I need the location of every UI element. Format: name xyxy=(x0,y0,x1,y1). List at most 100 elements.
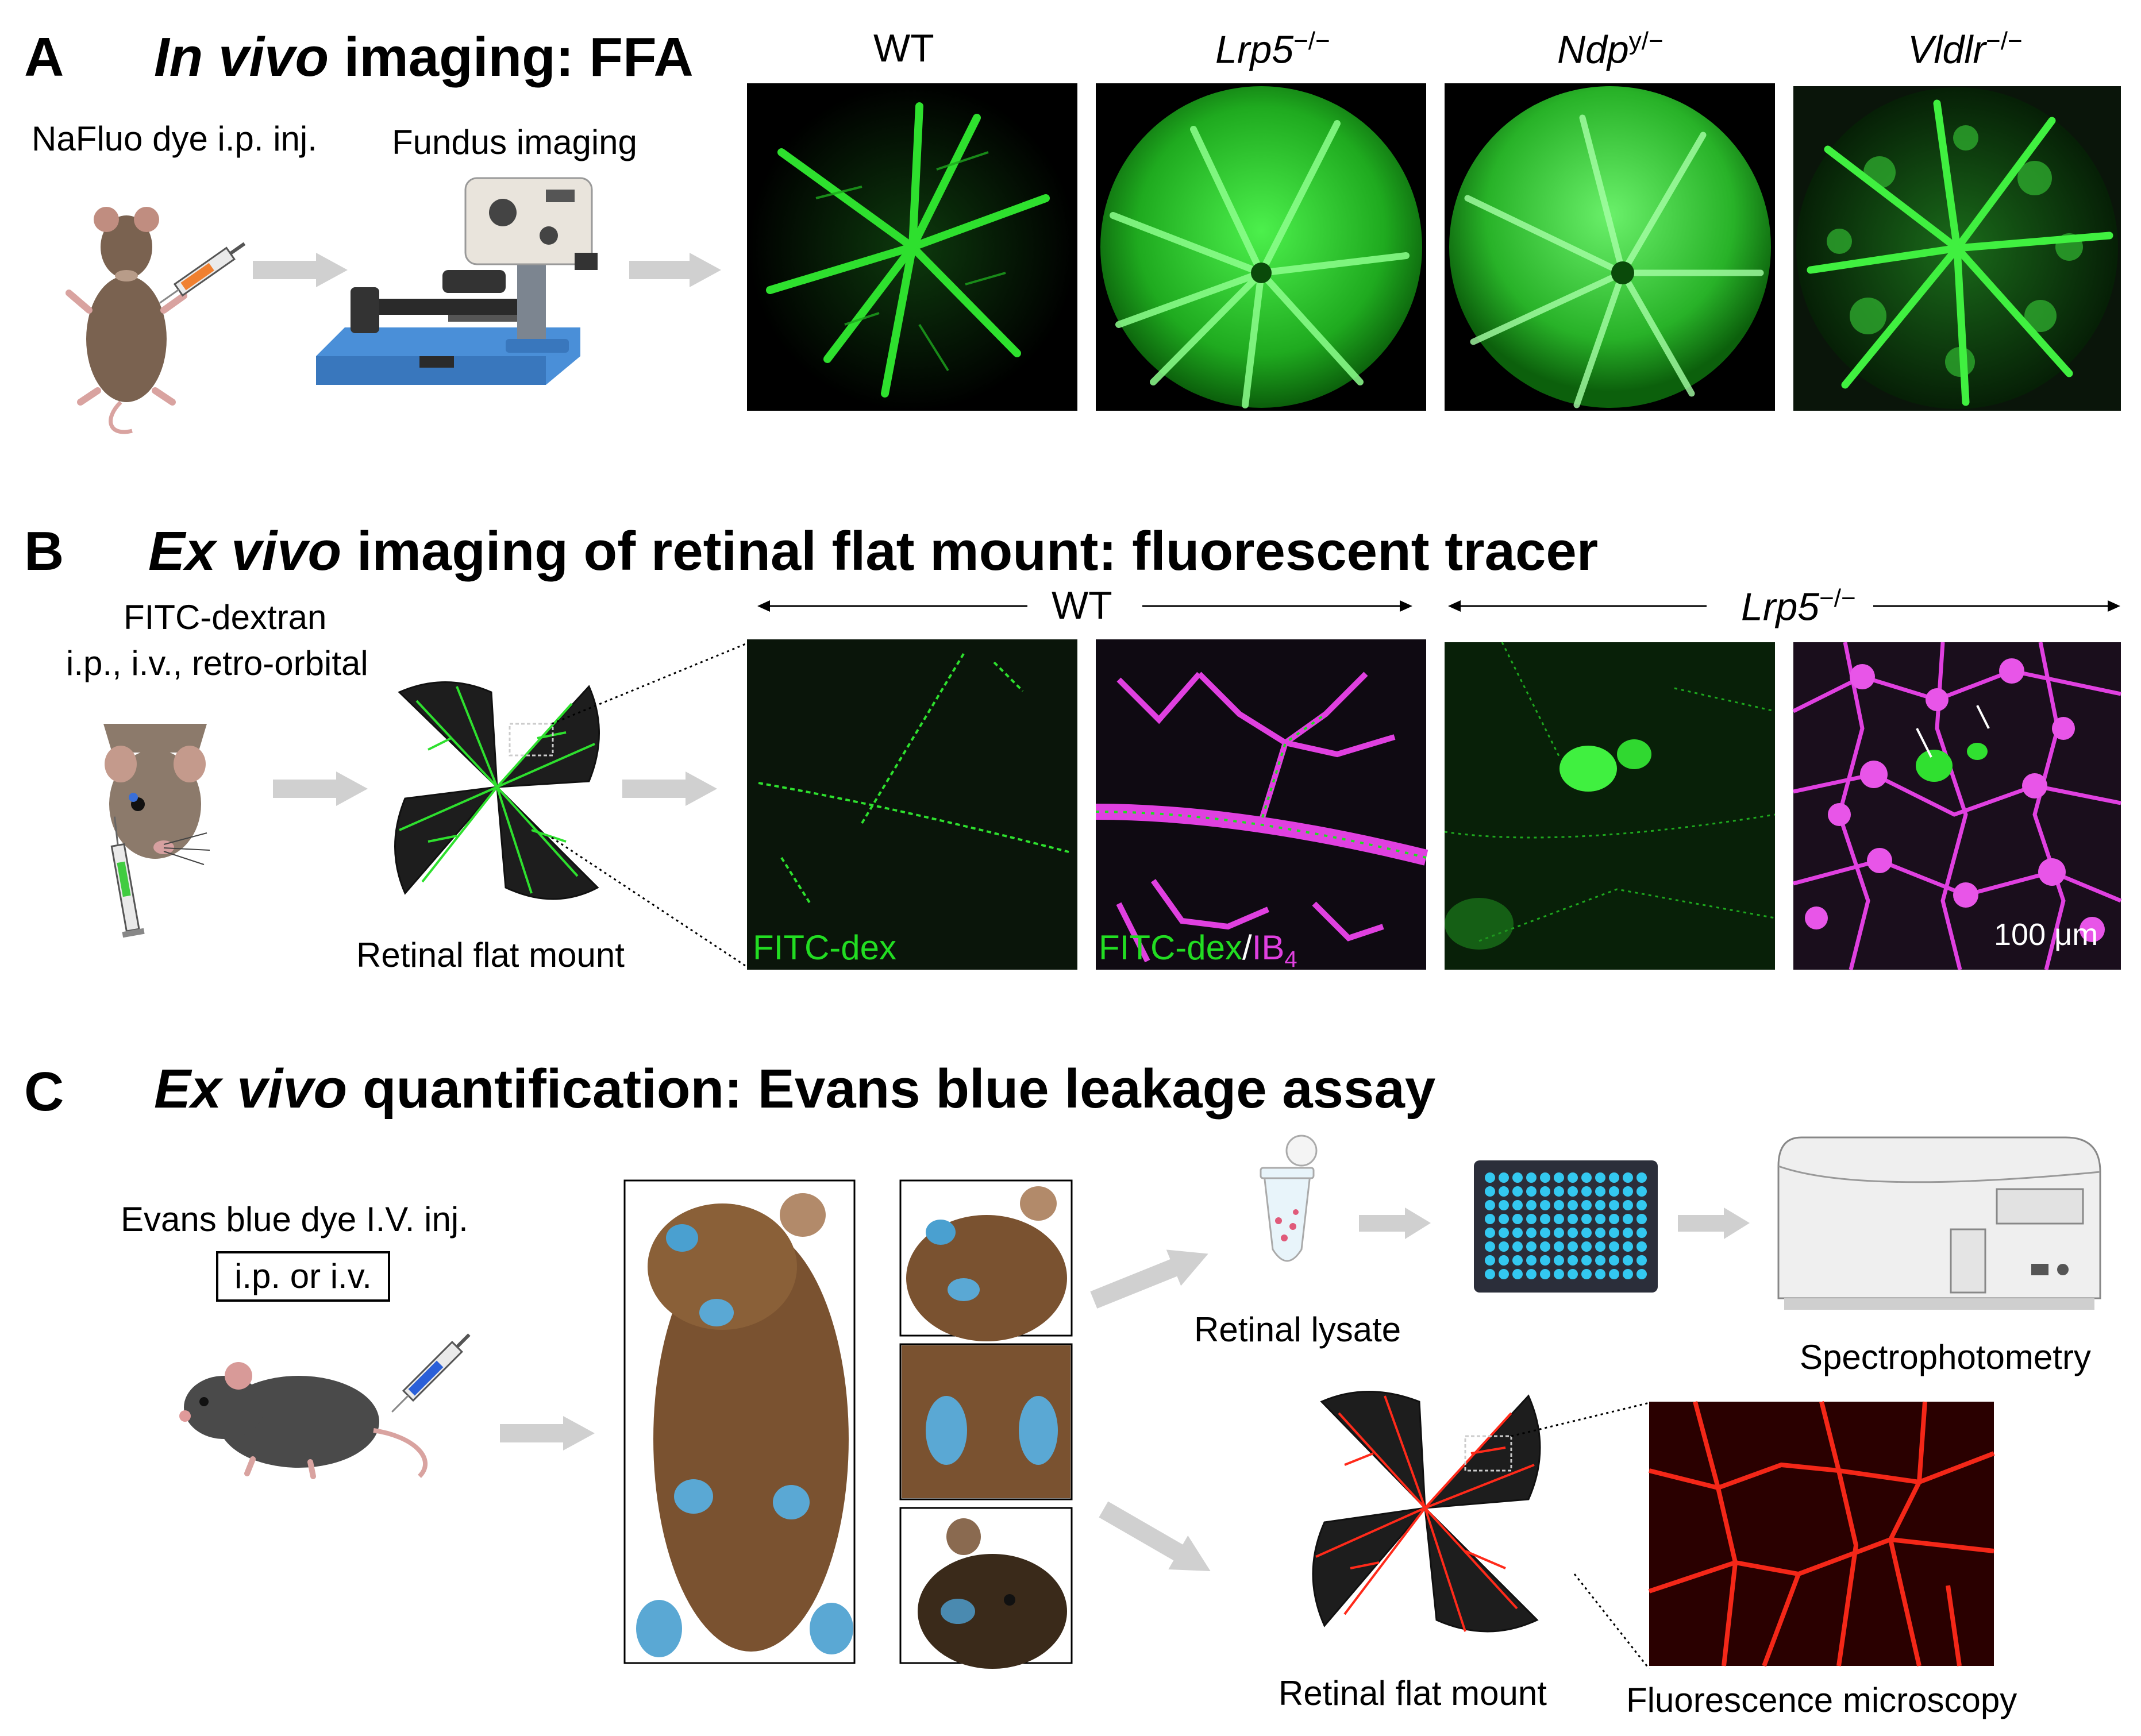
plate-well xyxy=(1609,1241,1619,1252)
plate-well xyxy=(1485,1269,1495,1279)
panel-letter-a: A xyxy=(24,26,64,88)
plate-well xyxy=(1636,1255,1647,1266)
fitc-dex-ib4-label: FITC-dex/IB4 xyxy=(1099,928,1297,972)
plate-well xyxy=(1512,1186,1523,1197)
plate-well xyxy=(1512,1200,1523,1210)
group-label-wt: WT xyxy=(1052,584,1112,627)
well-plate-icon xyxy=(1474,1160,1658,1293)
plate-well xyxy=(1526,1214,1537,1224)
plate-well xyxy=(1581,1200,1592,1210)
plate-well xyxy=(1623,1172,1633,1183)
arrow-c-down xyxy=(1099,1501,1211,1571)
plate-well xyxy=(1595,1228,1605,1238)
plate-well xyxy=(1499,1172,1509,1183)
plate-well xyxy=(1595,1200,1605,1210)
plate-well xyxy=(1581,1269,1592,1279)
plate-well xyxy=(1526,1255,1537,1266)
route-box: i.p. or i.v. xyxy=(216,1251,390,1302)
plate-well xyxy=(1512,1172,1523,1183)
panel-letter-c: C xyxy=(24,1061,64,1122)
evans-blue-photo-face xyxy=(899,1507,1073,1669)
microscopy-lrp5-fitc xyxy=(1444,642,1776,970)
plate-well xyxy=(1554,1214,1564,1224)
fluorescence-microscopy-label: Fluorescence microscopy xyxy=(1626,1681,2017,1719)
plate-well xyxy=(1554,1172,1564,1183)
retinal-lysate-label: Retinal lysate xyxy=(1194,1310,1401,1349)
plate-well xyxy=(1623,1241,1633,1252)
evans-blue-mouse-photo xyxy=(623,1179,856,1664)
retinal-flat-mount-label-b: Retinal flat mount xyxy=(356,936,625,974)
fitc-dextran-label: FITC-dextran xyxy=(124,598,327,636)
scale-bar-label: 100 μm xyxy=(1994,917,2098,952)
plate-well xyxy=(1568,1214,1578,1224)
ffa-image-ndp xyxy=(1445,83,1775,411)
mouse-injection-icon xyxy=(66,207,246,434)
spectrophotometer-icon xyxy=(1777,1136,2101,1310)
panel-c-title: Ex vivo quantification: Evans blue leaka… xyxy=(154,1058,1436,1120)
plate-well xyxy=(1554,1255,1564,1266)
plate-well xyxy=(1581,1172,1592,1183)
plate-well xyxy=(1554,1228,1564,1238)
plate-well xyxy=(1595,1255,1605,1266)
plate-well xyxy=(1623,1186,1633,1197)
plate-well xyxy=(1526,1186,1537,1197)
plate-well xyxy=(1540,1241,1550,1252)
plate-well xyxy=(1568,1255,1578,1266)
fluorescence-microscopy-image xyxy=(1648,1401,1995,1667)
plate-well xyxy=(1581,1241,1592,1252)
plate-well xyxy=(1636,1172,1647,1183)
plate-well xyxy=(1636,1241,1647,1252)
plate-well xyxy=(1499,1269,1509,1279)
microscopy-wt-merge xyxy=(1095,639,1428,970)
plate-well xyxy=(1554,1186,1564,1197)
evans-blue-photo-head xyxy=(899,1179,1073,1341)
fundus-camera-icon xyxy=(316,177,598,385)
plate-well xyxy=(1526,1241,1537,1252)
evans-blue-photo-paws xyxy=(899,1343,1073,1500)
plate-well xyxy=(1609,1214,1619,1224)
lrp5-range-arrow xyxy=(1448,600,2120,612)
panel-a-title-italic: In vivo xyxy=(154,26,329,88)
retinal-flat-mount-label-c: Retinal flat mount xyxy=(1279,1674,1547,1712)
retinal-flat-mount-fitc xyxy=(394,681,600,900)
zoom-lines-c xyxy=(1511,1402,1650,1669)
plate-well xyxy=(1540,1228,1550,1238)
plate-well xyxy=(1540,1269,1550,1279)
spectrophotometry-label: Spectrophotometry xyxy=(1800,1338,2091,1376)
plate-well xyxy=(1595,1269,1605,1279)
plate-well xyxy=(1526,1172,1537,1183)
plate-well xyxy=(1540,1255,1550,1266)
plate-well xyxy=(1609,1255,1619,1266)
arrow-b2 xyxy=(622,771,717,806)
plate-well xyxy=(1581,1214,1592,1224)
panel-a-title-rest: imaging: FFA xyxy=(329,26,694,88)
arrow-b1 xyxy=(273,771,368,806)
plate-well xyxy=(1568,1269,1578,1279)
plate-well xyxy=(1609,1228,1619,1238)
plate-well xyxy=(1554,1269,1564,1279)
nafluo-injection-label: NaFluo dye i.p. inj. xyxy=(32,119,317,158)
microscopy-lrp5-merge xyxy=(1792,642,2122,970)
wt-range-arrow xyxy=(757,600,1412,612)
plate-well xyxy=(1623,1269,1633,1279)
injection-routes-label: i.p., i.v., retro-orbital xyxy=(66,644,368,682)
evans-blue-injection-label: Evans blue dye I.V. inj. xyxy=(121,1200,468,1239)
plate-well xyxy=(1623,1228,1633,1238)
ffa-image-vldlr xyxy=(1793,86,2121,411)
eppendorf-tube-icon xyxy=(1260,1135,1318,1262)
plate-well xyxy=(1540,1172,1550,1183)
plate-well xyxy=(1623,1255,1633,1266)
plate-well xyxy=(1581,1228,1592,1238)
ffa-image-wt xyxy=(747,83,1077,411)
plate-well xyxy=(1540,1214,1550,1224)
plate-well xyxy=(1485,1172,1495,1183)
plate-well xyxy=(1512,1269,1523,1279)
plate-well xyxy=(1554,1200,1564,1210)
arrow-a1 xyxy=(253,253,348,287)
plate-well xyxy=(1568,1241,1578,1252)
plate-well xyxy=(1595,1186,1605,1197)
plate-well xyxy=(1636,1200,1647,1210)
microscopy-wt-fitc xyxy=(747,639,1077,970)
plate-well xyxy=(1499,1186,1509,1197)
plate-well xyxy=(1512,1228,1523,1238)
